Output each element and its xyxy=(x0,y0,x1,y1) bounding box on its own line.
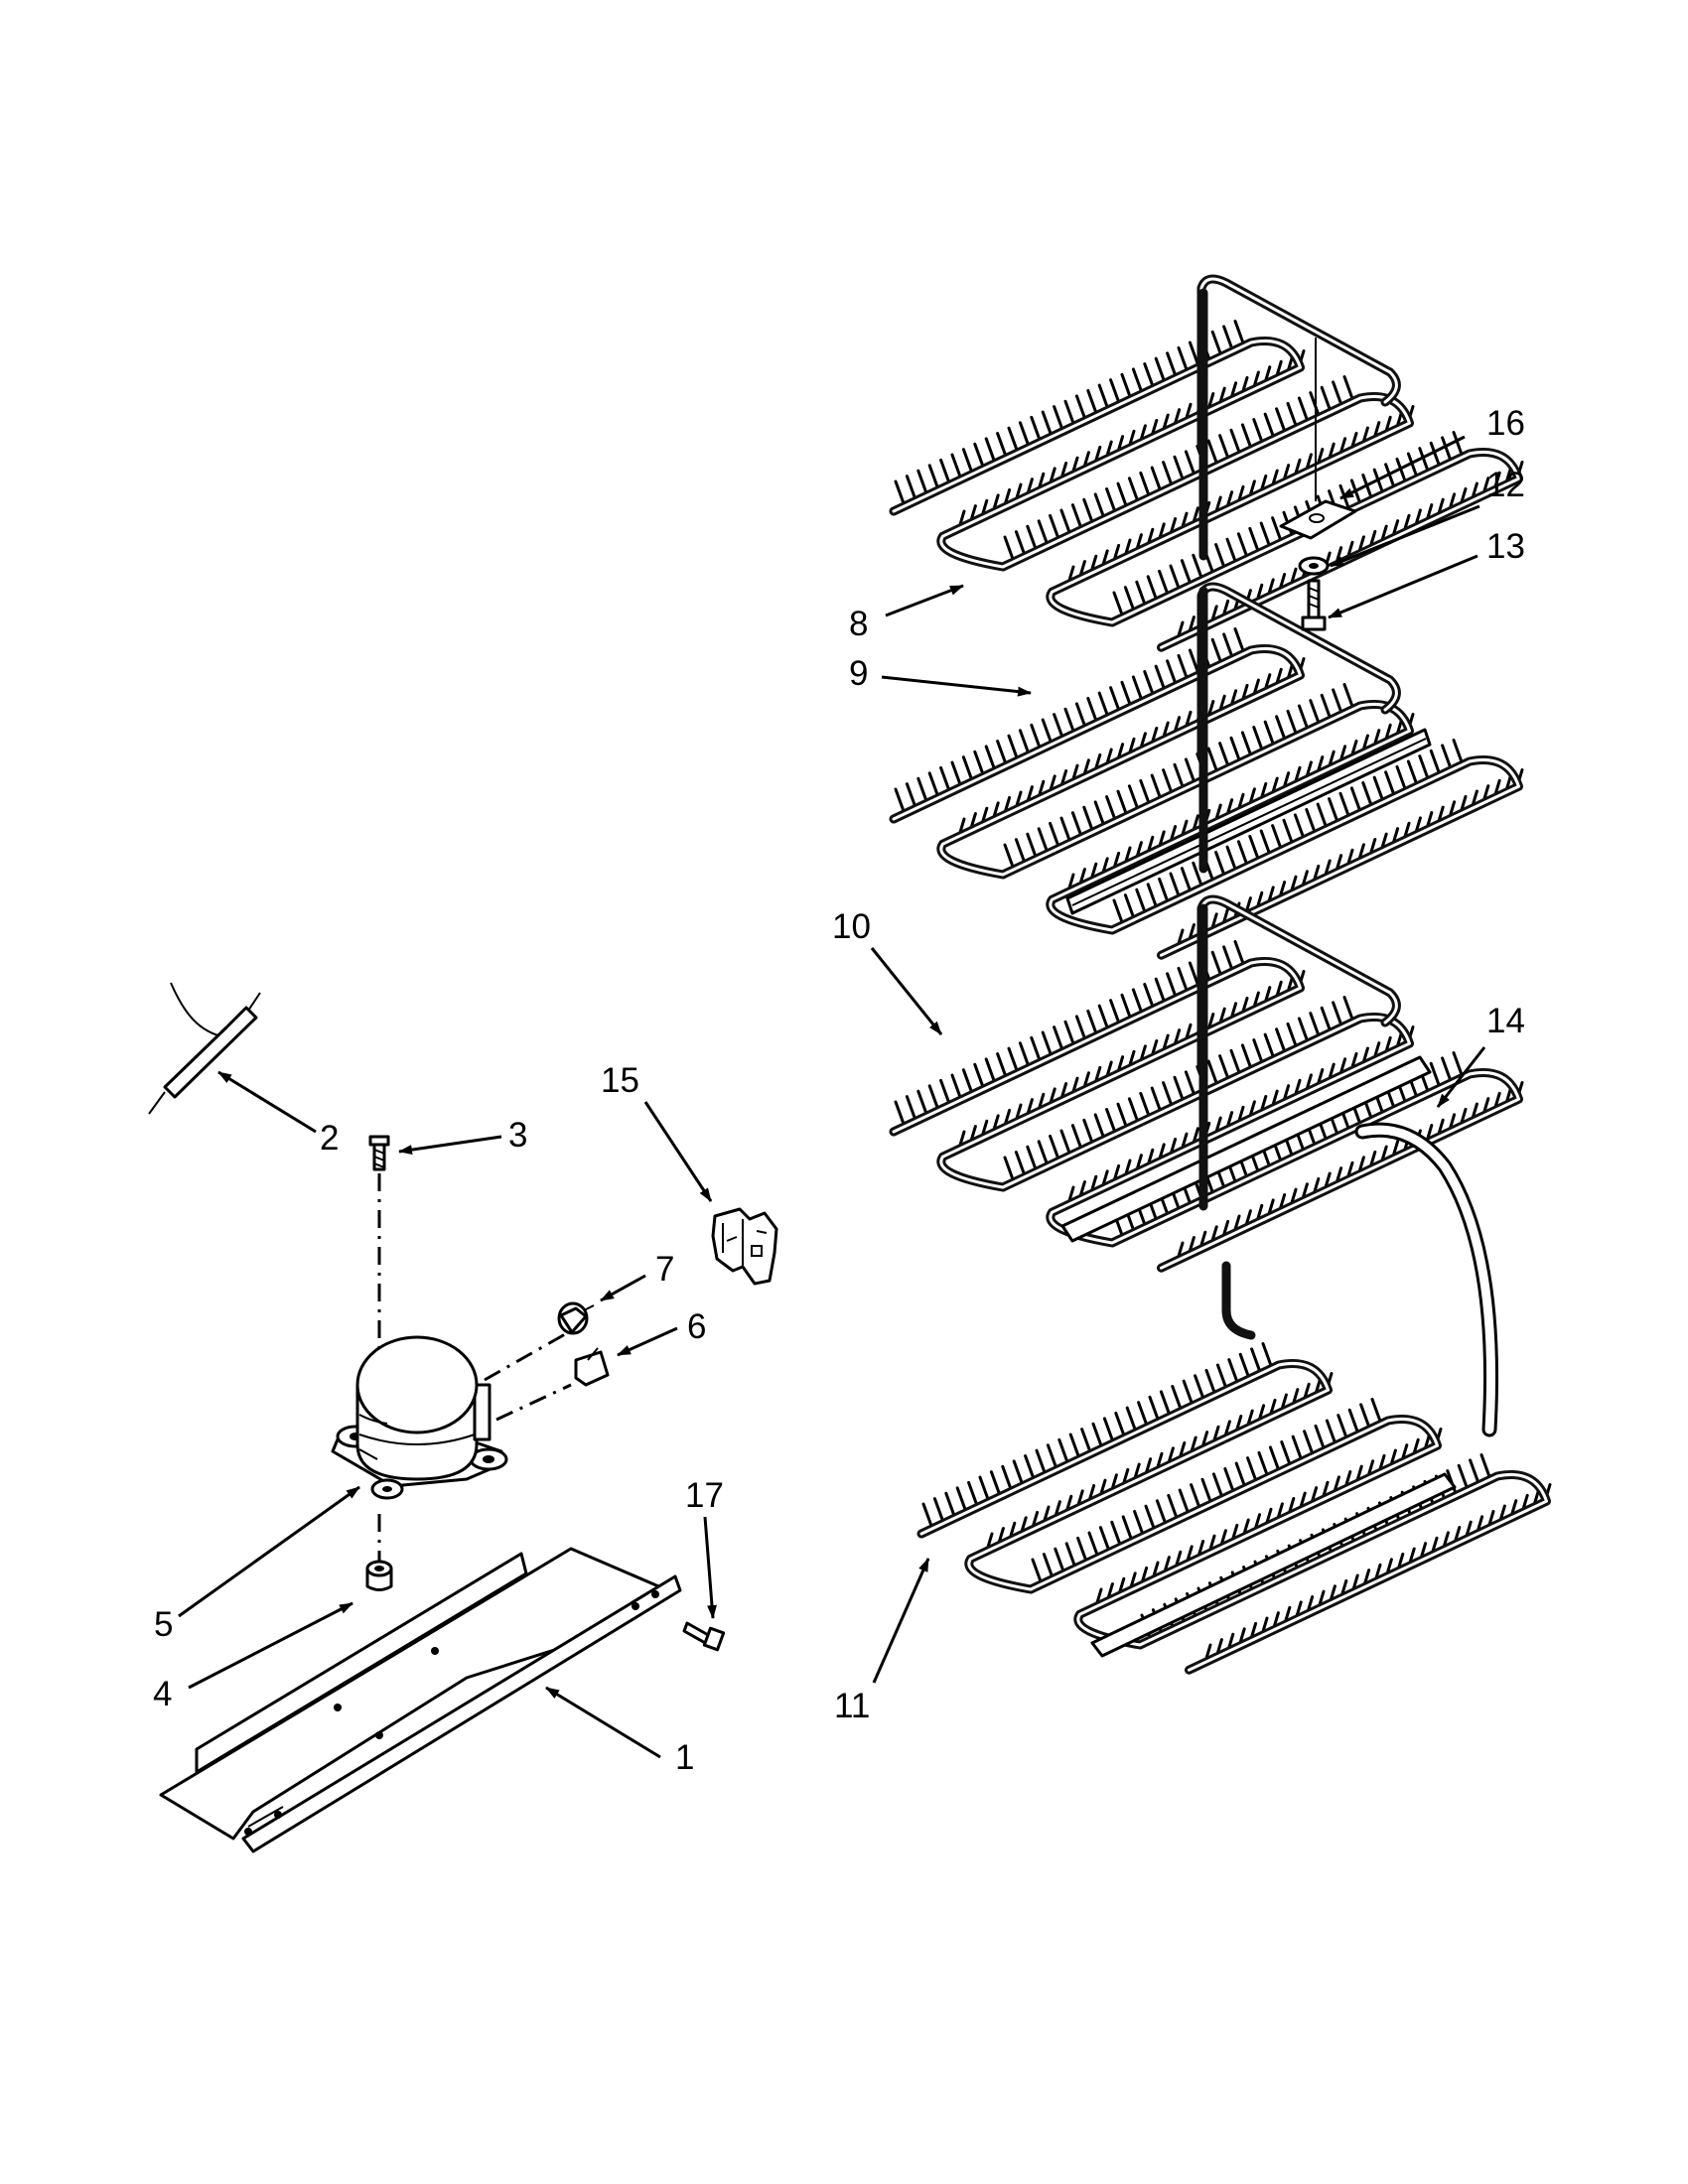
leader-1 xyxy=(545,1686,661,1759)
leader-3 xyxy=(398,1135,502,1156)
relay-axis-1 xyxy=(484,1323,582,1382)
callout-14: 14 xyxy=(1486,1002,1525,1040)
suction-tube-11 xyxy=(1221,1261,1256,1340)
leader-13 xyxy=(1328,554,1478,619)
relay-axis-2 xyxy=(495,1383,572,1422)
callout-1: 1 xyxy=(675,1738,694,1777)
callout-5: 5 xyxy=(154,1605,173,1644)
leader-11 xyxy=(872,1558,930,1684)
overload-7 xyxy=(557,1301,595,1335)
drain-tube-14 xyxy=(1354,1122,1499,1437)
screw-17 xyxy=(682,1621,726,1652)
evaporator-coil-11 xyxy=(916,1342,1552,1675)
leader-4 xyxy=(188,1601,353,1690)
callout-12: 12 xyxy=(1486,466,1525,504)
leader-lines xyxy=(178,435,1486,1759)
callout-9: 9 xyxy=(849,654,868,693)
leader-8 xyxy=(885,584,964,617)
leader-6 xyxy=(617,1326,678,1357)
cover-15 xyxy=(711,1207,778,1286)
leader-7 xyxy=(600,1274,646,1302)
drain-rail-11 xyxy=(1090,1472,1457,1658)
evaporator-coil-8 xyxy=(889,274,1524,652)
filter-drier-2 xyxy=(148,982,261,1115)
callout-16: 16 xyxy=(1486,404,1525,443)
evaporator-coil-10 xyxy=(889,894,1524,1273)
compressor-5 xyxy=(331,1335,508,1500)
callout-3: 3 xyxy=(508,1116,527,1155)
mounting-pad-16 xyxy=(1279,499,1357,540)
callout-17: 17 xyxy=(685,1476,724,1515)
washer-12 xyxy=(1298,556,1330,576)
callout-7: 7 xyxy=(655,1250,674,1289)
callout-6: 6 xyxy=(687,1307,706,1346)
leader-15 xyxy=(643,1101,713,1202)
callout-13: 13 xyxy=(1486,527,1525,566)
leader-10 xyxy=(870,947,943,1035)
callout-15: 15 xyxy=(601,1061,639,1100)
callout-10: 10 xyxy=(832,907,871,946)
screw-13 xyxy=(1301,579,1327,631)
leader-9 xyxy=(881,675,1032,697)
base-rail-1 xyxy=(159,1547,682,1853)
callout-labels: 1 2 3 4 5 6 7 8 9 10 11 12 13 14 15 16 1… xyxy=(153,404,1525,1777)
leader-16 xyxy=(1339,435,1466,500)
callout-4: 4 xyxy=(153,1675,172,1713)
drain-rail-9 xyxy=(1065,728,1432,915)
screw-3 xyxy=(368,1135,390,1171)
leader-2 xyxy=(217,1070,317,1134)
callout-11: 11 xyxy=(834,1687,870,1725)
leader-5 xyxy=(178,1485,360,1618)
leader-17 xyxy=(703,1516,717,1619)
leader-12 xyxy=(1330,504,1480,568)
callout-8: 8 xyxy=(849,605,868,643)
relay-6 xyxy=(574,1347,610,1387)
callout-2: 2 xyxy=(320,1119,339,1158)
leader-14 xyxy=(1436,1046,1486,1108)
drain-rail-10 xyxy=(1060,1055,1432,1243)
grommet-4 xyxy=(365,1560,393,1591)
